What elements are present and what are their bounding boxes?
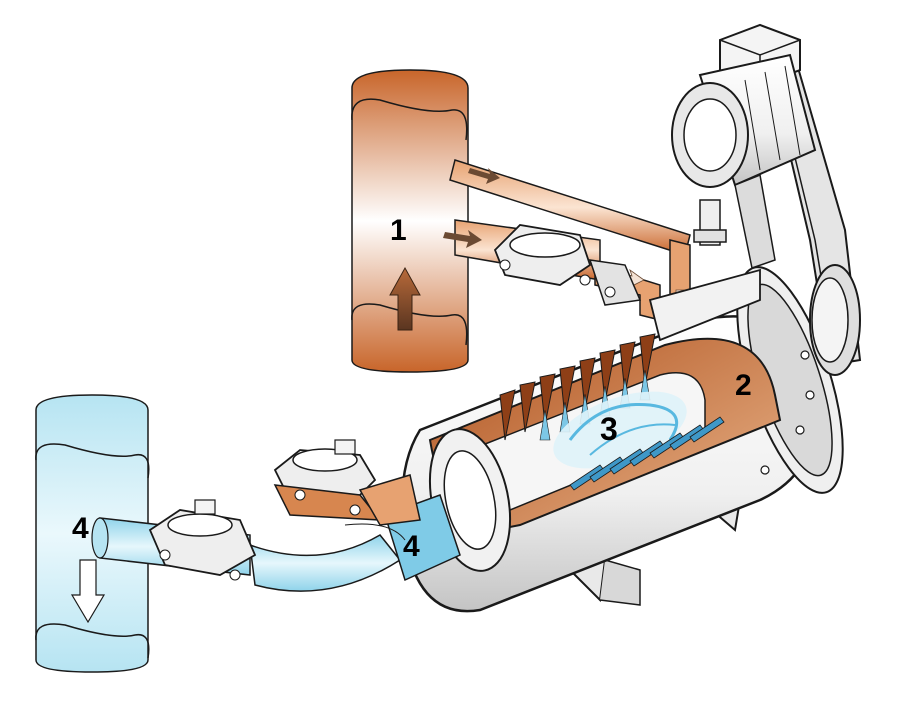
label-stage-1: 1: [390, 214, 407, 247]
cold-diaphragm-valve: [148, 499, 257, 581]
hot-diaphragm-valve: [493, 224, 642, 306]
hot-inlet-pipe: [351, 69, 469, 373]
lower-blades: [569, 416, 725, 491]
bolts: [760, 350, 815, 475]
label-stage-3: 3: [600, 411, 618, 447]
flow-down-arrow: [70, 559, 106, 624]
middle-diaphragm-valve: [273, 439, 421, 526]
upper-blades: [499, 333, 656, 441]
flow-up-arrow: [389, 266, 421, 331]
label-stage-4-right: 4: [403, 530, 420, 563]
top-fitting: [648, 199, 761, 342]
label-stage-4-left: 4: [72, 512, 89, 545]
vessel: [400, 264, 861, 613]
label-stage-2: 2: [735, 369, 752, 402]
